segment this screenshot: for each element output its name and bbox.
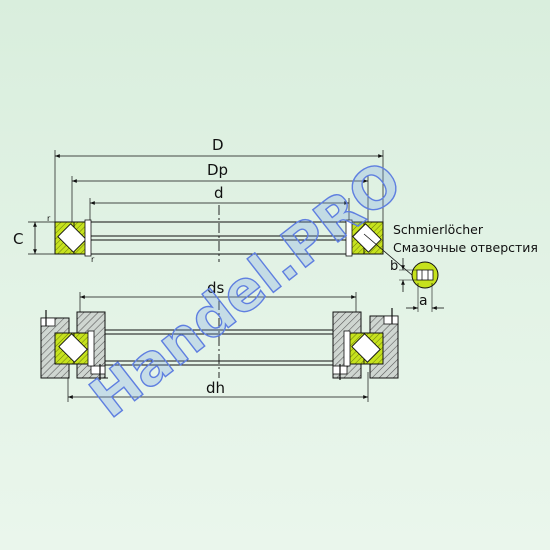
top-left-ring-section [54,219,92,257]
radius-label-top-bottom: r [91,255,95,264]
bottom-left-ring-section [54,330,95,367]
dim-label-C: C [13,230,23,248]
note-lubrication-ru: Смазочные отверстия [393,240,538,255]
dim-label-ds: ds [207,279,225,297]
top-bearing-section: r r D Dp d C [13,136,384,264]
dim-label-a: a [419,293,428,309]
dim-label-b: b [390,259,398,274]
bottom-mounted-section: ds dh [40,279,399,402]
dim-label-d: d [214,184,224,202]
bottom-right-ring-section [343,330,384,367]
dim-label-D: D [212,136,224,154]
top-right-ring-section [345,219,384,257]
dim-label-dh: dh [206,379,225,397]
radius-label-top-left: r [47,214,51,223]
watermark-logo: Handel.PRO [79,149,414,431]
note-lubrication-de: Schmierlöcher [393,222,484,237]
lubrication-detail: b a Schmierlöcher Смазочные отверстия [363,222,538,312]
dim-label-Dp: Dp [207,161,228,179]
